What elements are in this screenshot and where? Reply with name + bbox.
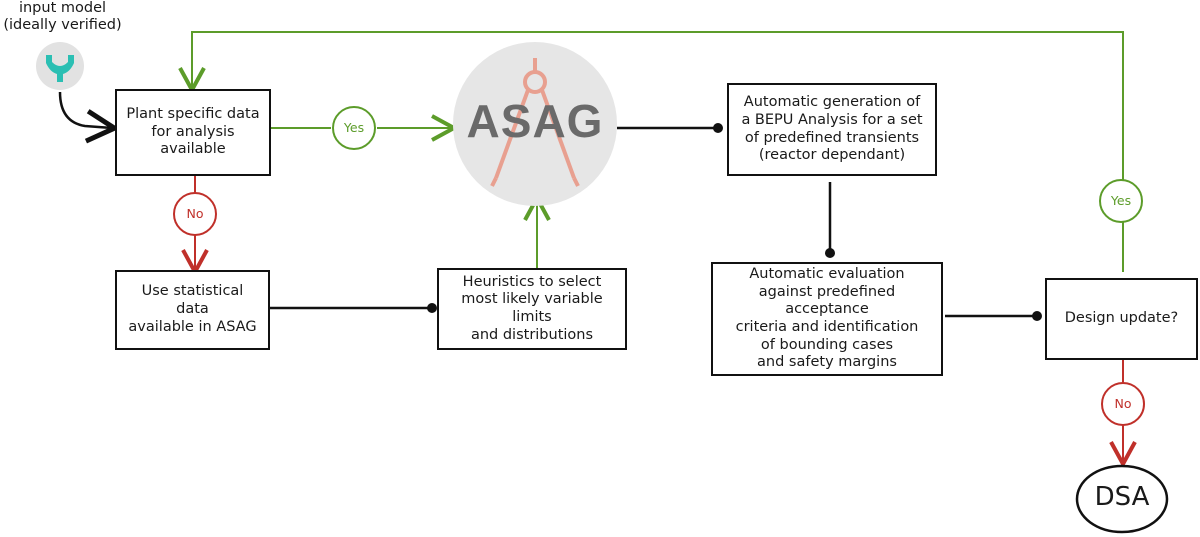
evaluation-box: Automatic evaluation against predefined … — [711, 262, 943, 376]
dsa-label: DSA — [1094, 482, 1150, 512]
input-model-label: input model (ideally verified) — [3, 0, 122, 33]
input-arrow — [58, 91, 112, 128]
no-label-1: No — [186, 206, 204, 221]
asag-logo — [453, 42, 617, 206]
yes-label-1: Yes — [343, 120, 365, 135]
connector-dot — [1032, 311, 1042, 321]
compass-icon — [490, 58, 580, 187]
connector-dot — [713, 123, 723, 133]
design-update-box: Design update? — [1045, 278, 1198, 360]
yes-circle-2 — [1099, 179, 1143, 223]
input-model-icon — [36, 42, 84, 90]
heuristics-box: Heuristics to select most likely variabl… — [437, 268, 627, 350]
dsa-terminal — [1075, 464, 1169, 534]
bepu-generation-box: Automatic generation of a BEPU Analysis … — [727, 83, 937, 176]
yes-label-2: Yes — [1110, 193, 1132, 208]
yes-circle-1 — [332, 106, 376, 150]
plant-data-box: Plant specific data for analysis availab… — [115, 89, 271, 176]
connector-dot — [427, 303, 437, 313]
no-label-2: No — [1114, 396, 1132, 411]
no-circle-1 — [173, 192, 217, 236]
feedback-loop-line — [192, 31, 1124, 272]
statistical-data-box: Use statistical data available in ASAG — [115, 270, 270, 350]
asag-label: ASAG — [466, 95, 604, 147]
connector-dot — [825, 248, 835, 258]
no-circle-2 — [1101, 382, 1145, 426]
